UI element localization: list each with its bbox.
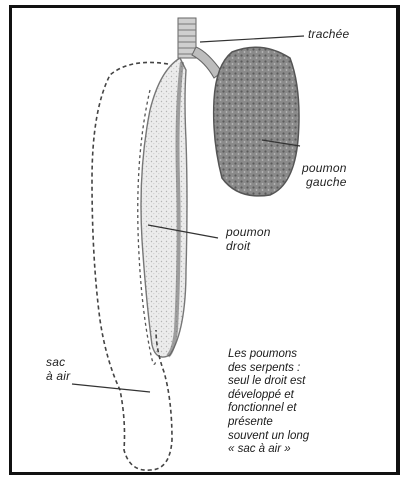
label-left-lung-1: poumon: [302, 162, 347, 174]
caption-line: présente: [228, 416, 398, 430]
left-bronchus: [192, 47, 222, 78]
trachea-leader: [200, 36, 304, 42]
label-air-sac-1: sac: [46, 356, 65, 368]
caption-line: développé et: [228, 389, 398, 403]
left-lung-shape: [214, 47, 299, 196]
label-trachea: trachée: [308, 28, 349, 40]
label-right-lung-2: droit: [226, 240, 250, 252]
air-sac-leader: [72, 384, 150, 392]
label-left-lung-2: gauche: [306, 176, 347, 188]
caption-text: Les poumons des serpents : seul le droit…: [228, 348, 398, 457]
label-right-lung-1: poumon: [226, 226, 271, 238]
caption-line: « sac à air »: [228, 443, 398, 457]
caption-line: seul le droit est: [228, 375, 398, 389]
caption-line: souvent un long: [228, 430, 398, 444]
label-air-sac-2: à air: [46, 370, 70, 382]
caption-line: fonctionnel et: [228, 402, 398, 416]
caption-line: Les poumons: [228, 348, 398, 362]
caption-line: des serpents :: [228, 362, 398, 376]
